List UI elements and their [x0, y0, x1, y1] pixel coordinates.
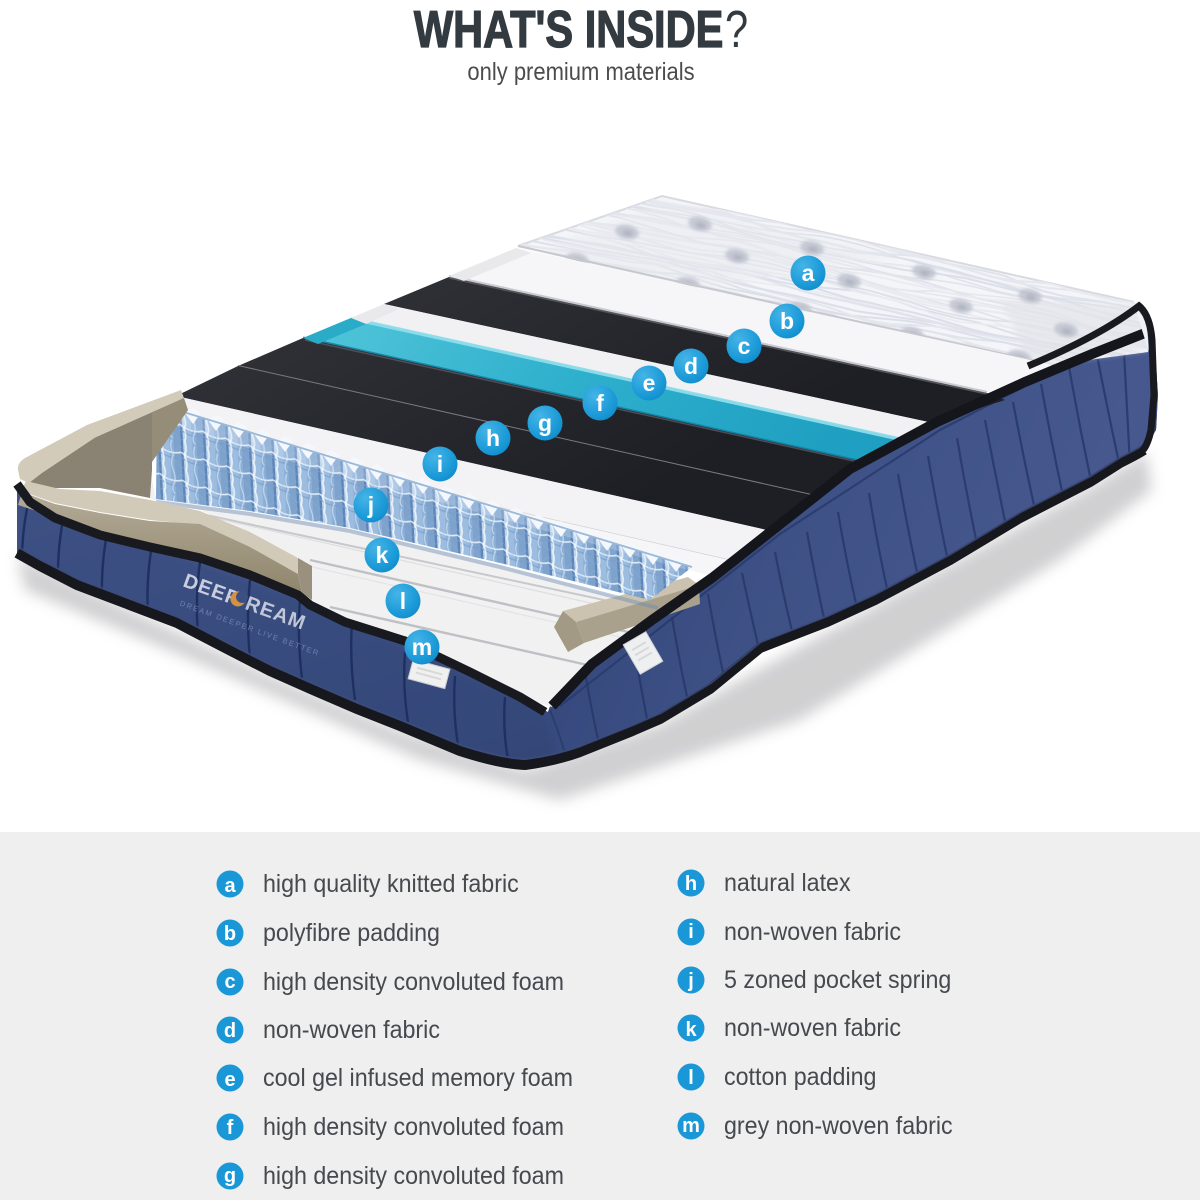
svg-text:k: k	[376, 542, 389, 568]
svg-text:k: k	[685, 1019, 697, 1041]
svg-text:l: l	[400, 588, 406, 614]
svg-text:non-woven fabric: non-woven fabric	[724, 1014, 901, 1042]
svg-text:high density convoluted foam: high density convoluted foam	[263, 1162, 564, 1190]
svg-text:g: g	[538, 410, 552, 436]
svg-text:b: b	[780, 308, 794, 334]
svg-text:non-woven fabric: non-woven fabric	[724, 918, 901, 946]
svg-text:high quality knitted fabric: high quality knitted fabric	[263, 870, 519, 898]
svg-text:5 zoned pocket spring: 5 zoned pocket spring	[724, 966, 951, 994]
svg-text:j: j	[687, 970, 694, 992]
svg-text:high density convoluted foam: high density convoluted foam	[263, 1113, 564, 1141]
svg-text:i: i	[688, 921, 694, 943]
svg-text:only premium materials: only premium materials	[467, 58, 694, 86]
svg-text:f: f	[227, 1117, 234, 1139]
svg-text:a: a	[802, 260, 815, 286]
svg-text:natural latex: natural latex	[724, 869, 851, 897]
svg-text:l: l	[688, 1067, 694, 1089]
svg-text:h: h	[486, 425, 500, 451]
svg-text:h: h	[685, 873, 697, 895]
svg-text:e: e	[643, 370, 656, 396]
svg-text:g: g	[224, 1165, 236, 1187]
svg-text:polyfibre padding: polyfibre padding	[263, 919, 440, 947]
svg-text:WHAT'S INSIDE?: WHAT'S INSIDE?	[414, 0, 748, 58]
svg-text:b: b	[224, 923, 236, 945]
svg-text:d: d	[684, 353, 698, 379]
svg-text:i: i	[437, 451, 443, 477]
svg-text:d: d	[224, 1020, 236, 1042]
svg-text:grey non-woven fabric: grey non-woven fabric	[724, 1112, 953, 1140]
svg-text:j: j	[367, 492, 374, 518]
svg-text:cotton padding: cotton padding	[724, 1063, 876, 1091]
svg-text:f: f	[596, 390, 604, 416]
svg-text:non-woven fabric: non-woven fabric	[263, 1016, 440, 1044]
svg-text:c: c	[224, 971, 235, 993]
svg-text:m: m	[682, 1115, 700, 1137]
svg-text:a: a	[224, 875, 236, 897]
svg-text:e: e	[224, 1069, 235, 1091]
svg-text:cool gel infused memory foam: cool gel infused memory foam	[263, 1064, 573, 1092]
svg-text:m: m	[412, 634, 432, 660]
svg-text:high density convoluted foam: high density convoluted foam	[263, 968, 564, 996]
svg-text:c: c	[738, 333, 751, 359]
